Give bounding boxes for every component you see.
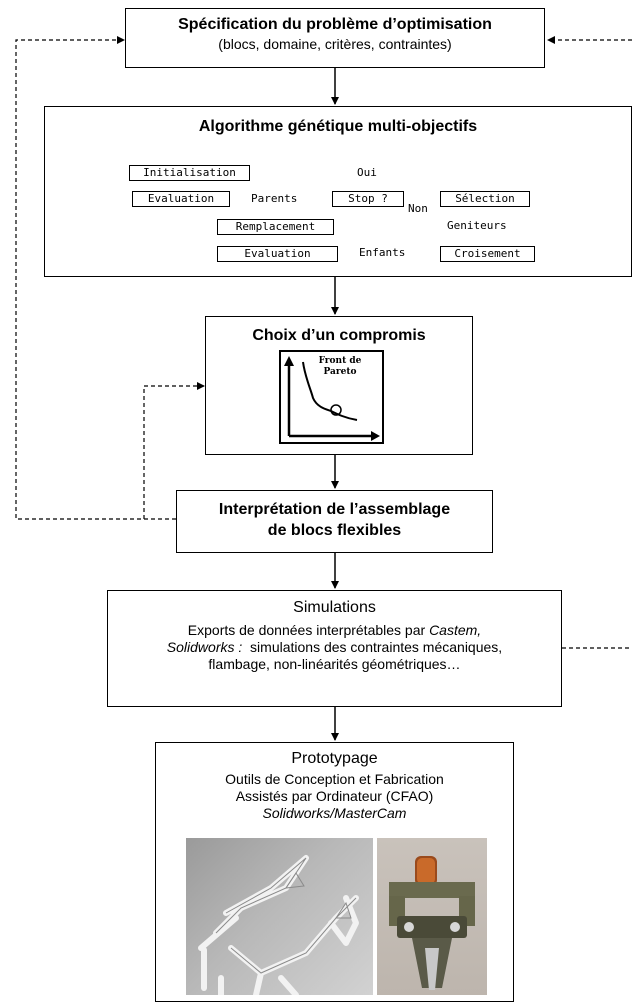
label-parents: Parents xyxy=(251,192,298,205)
box-initialisation: Initialisation xyxy=(129,165,250,181)
spec-subtitle: (blocs, domaine, critères, contraintes) xyxy=(218,36,452,52)
simulations-title: Simulations xyxy=(293,599,376,616)
pareto-chart: Front de Pareto xyxy=(279,350,384,444)
box-evaluation-bottom: Evaluation xyxy=(217,246,338,262)
pareto-front-curve xyxy=(302,361,358,421)
interp-line1: Interprétation de l’assemblage xyxy=(218,501,451,518)
prototypage-line2: Assistés par Ordinateur (CFAO) xyxy=(235,788,434,804)
box-remplacement: Remplacement xyxy=(217,219,334,235)
pareto-selected-point xyxy=(330,404,342,416)
prototype-photo xyxy=(377,838,487,995)
box-selection: Sélection xyxy=(440,191,530,207)
simulations-line2: simulations des contraintes mécaniques, xyxy=(242,639,503,655)
box-evaluation-top: Evaluation xyxy=(132,191,230,207)
algo-title: Algorithme génétique multi-objectifs xyxy=(198,118,478,135)
solidworks-label: Solidworks : xyxy=(166,639,243,655)
spec-box: Spécification du problème d’optimisation… xyxy=(125,8,545,68)
simulations-box: Simulations Exports de données interprét… xyxy=(107,590,562,707)
castem-label: Castem, xyxy=(429,622,482,638)
simulations-line3: flambage, non-linéarités géométriques… xyxy=(208,656,461,672)
feedback-interp-to-choix xyxy=(143,382,205,519)
label-non: Non xyxy=(408,202,428,215)
simulations-line1: Exports de données interprétables par xyxy=(187,622,430,638)
prototypage-line3: Solidworks/MasterCam xyxy=(262,805,407,821)
box-stop: Stop ? xyxy=(332,191,404,207)
prototypage-title: Prototypage xyxy=(291,750,378,767)
label-oui: Oui xyxy=(357,166,377,179)
spec-title: Spécification du problème d’optimisation xyxy=(178,16,492,33)
feedback-interp-to-spec xyxy=(15,36,176,520)
cad-model-image xyxy=(186,838,373,995)
prototypage-line1: Outils de Conception et Fabrication xyxy=(225,771,444,787)
interp-line2: de blocs flexibles xyxy=(267,522,402,539)
interp-box: Interprétation de l’assemblage de blocs … xyxy=(176,490,493,553)
pareto-label: Front de Pareto xyxy=(318,356,362,377)
box-croisement: Croisement xyxy=(440,246,535,262)
label-geniteurs: Geniteurs xyxy=(447,219,507,232)
label-enfants: Enfants xyxy=(359,246,406,259)
choix-title: Choix d’un compromis xyxy=(252,327,426,344)
